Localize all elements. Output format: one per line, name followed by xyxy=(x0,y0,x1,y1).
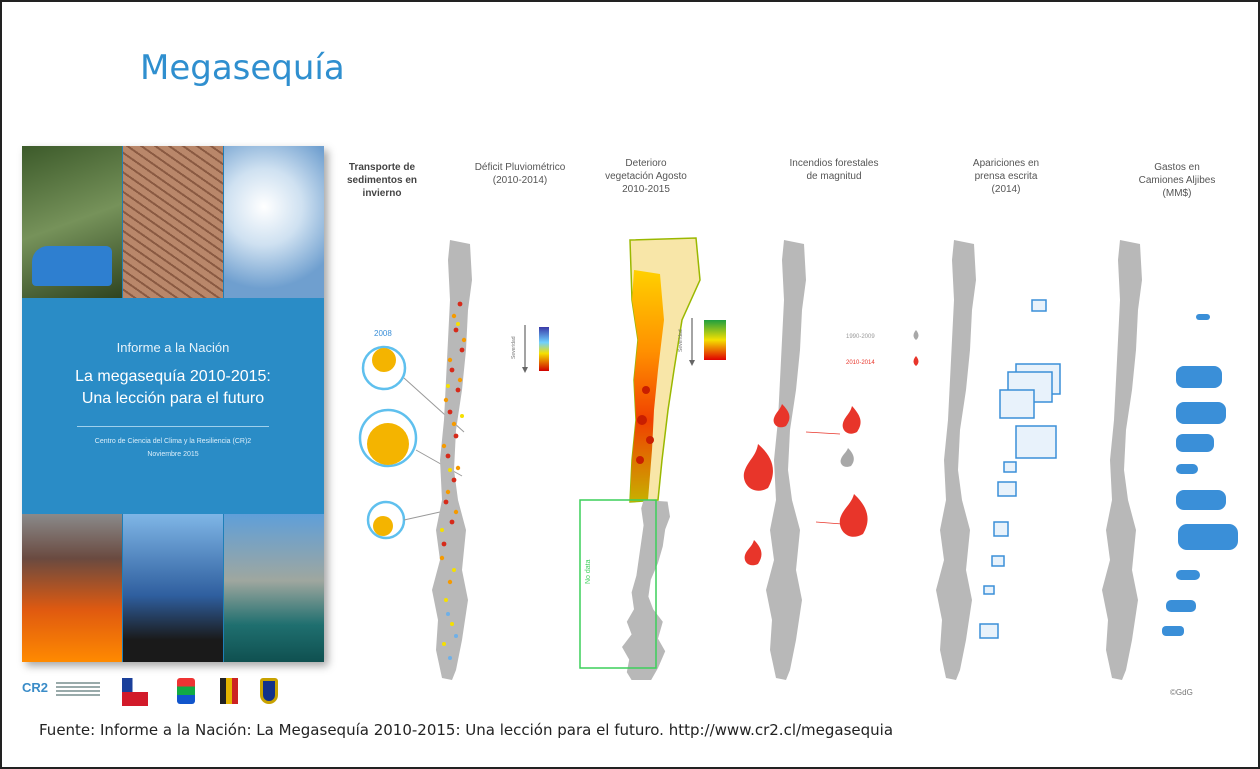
vegetation-severity-scale: Severidad xyxy=(678,318,726,366)
cover-title-band: Informe a la Nación La megasequía 2010-2… xyxy=(22,298,324,514)
column-header-press: Apariciones en prensa escrita (2014) xyxy=(972,158,1040,195)
press-icons xyxy=(979,299,1061,639)
sediment-circle xyxy=(367,423,409,465)
water-truck-icon xyxy=(1176,570,1200,580)
fire-icon xyxy=(840,448,854,467)
sky-photo xyxy=(224,146,324,298)
sediment-column: 2008 2013 xyxy=(358,329,465,540)
cr2-logo: CR2 xyxy=(22,680,49,695)
newspaper-icon xyxy=(979,623,999,639)
column-header-rainfall-deficit: Déficit Pluviométrico (2010-2014) xyxy=(474,162,566,186)
person-carrying-buckets-photo xyxy=(123,514,223,662)
no-data-label: No data xyxy=(585,559,592,584)
vegetation-scale-label: Severidad xyxy=(678,329,684,352)
fire-icon xyxy=(773,404,790,428)
sediment-circle xyxy=(361,345,407,391)
chile-flag-logo xyxy=(122,678,148,706)
university-seal-logo xyxy=(177,678,195,704)
fire-icons xyxy=(743,404,868,566)
column-header-water-trucks: Gastos en Camiones Aljibes (MM$) xyxy=(1138,162,1216,199)
cover-title-line2: Una lección para el futuro xyxy=(81,390,265,407)
source-citation: Fuente: Informe a la Nación: La Megasequ… xyxy=(39,721,894,739)
rainfall-deficit-map xyxy=(432,240,472,680)
column-header-wildfires: Incendios forestales de magnitud xyxy=(789,158,879,182)
fire-icon xyxy=(839,494,868,537)
institution-logos: CR2 xyxy=(22,676,322,710)
fire-icon xyxy=(744,540,762,566)
newspaper-icon xyxy=(993,521,1009,537)
water-truck-icons xyxy=(1162,314,1238,636)
cover-kicker: Informe a la Nación xyxy=(116,340,230,355)
water-truck-icon xyxy=(1176,434,1214,452)
newspaper-icon xyxy=(997,481,1017,497)
water-truck-icon xyxy=(1176,366,1222,388)
water-truck-icon xyxy=(1176,402,1226,424)
cover-date: Noviembre 2015 xyxy=(147,451,199,458)
water-truck-icon xyxy=(1162,626,1184,636)
sediment-year-2008: 2008 xyxy=(374,329,392,338)
cover-title-line1: La megasequía 2010-2015: xyxy=(75,368,271,385)
newspaper-icon xyxy=(1015,425,1057,459)
rainfall-severity-scale: Severidad xyxy=(511,325,549,373)
water-truck-icon xyxy=(1166,600,1196,612)
newspaper-icon xyxy=(1003,461,1017,473)
sediment-circle xyxy=(372,348,396,372)
newspaper-icon xyxy=(1031,299,1047,312)
water-truck-icon xyxy=(32,246,112,286)
fire-icon xyxy=(743,444,773,491)
infographic-credit: ©GdG xyxy=(1170,688,1193,697)
sediment-circle xyxy=(358,408,418,468)
cr2-logo-caption xyxy=(56,682,100,698)
slide-title: Megasequía xyxy=(140,48,345,88)
cover-org: Centro de Ciencia del Clima y la Resilie… xyxy=(94,438,252,445)
wildfire-map xyxy=(766,240,806,680)
newspaper-icon xyxy=(999,389,1035,419)
newspaper-icon xyxy=(983,585,995,595)
fire-legend-period-2: 2010-2014 xyxy=(846,360,875,366)
report-cover-image: Informe a la Nación La megasequía 2010-2… xyxy=(22,146,324,662)
rainfall-scale-label: Severidad xyxy=(511,336,517,359)
wildfire-legend: 1990-2009 2010-2014 xyxy=(846,330,919,366)
cracked-soil-photo xyxy=(123,146,223,298)
fire-legend-period-1: 1990-2009 xyxy=(846,334,875,340)
column-header-sediments: Transporte de sedimentos en invierno xyxy=(346,162,418,199)
water-truck-map xyxy=(1102,240,1142,680)
press-map xyxy=(936,240,976,680)
fire-icon xyxy=(842,406,861,434)
university-seal-logo xyxy=(220,678,238,704)
reservoir-photo xyxy=(224,514,324,662)
university-shield-logo xyxy=(260,678,278,704)
water-truck-icon xyxy=(1196,314,1210,320)
water-truck-icon xyxy=(1176,464,1198,474)
wildfire-photo xyxy=(22,514,122,662)
vegetation-map: No data xyxy=(579,237,701,680)
column-header-vegetation: Deterioro vegetación Agosto 2010-2015 xyxy=(605,158,687,195)
sediment-circle xyxy=(373,516,393,536)
cover-divider xyxy=(77,426,269,427)
water-truck-icon xyxy=(1176,490,1226,510)
newspaper-icon xyxy=(991,555,1005,567)
water-truck-icon xyxy=(1178,524,1238,550)
chile-maps-infographic: 2008 2013 xyxy=(358,237,1238,680)
